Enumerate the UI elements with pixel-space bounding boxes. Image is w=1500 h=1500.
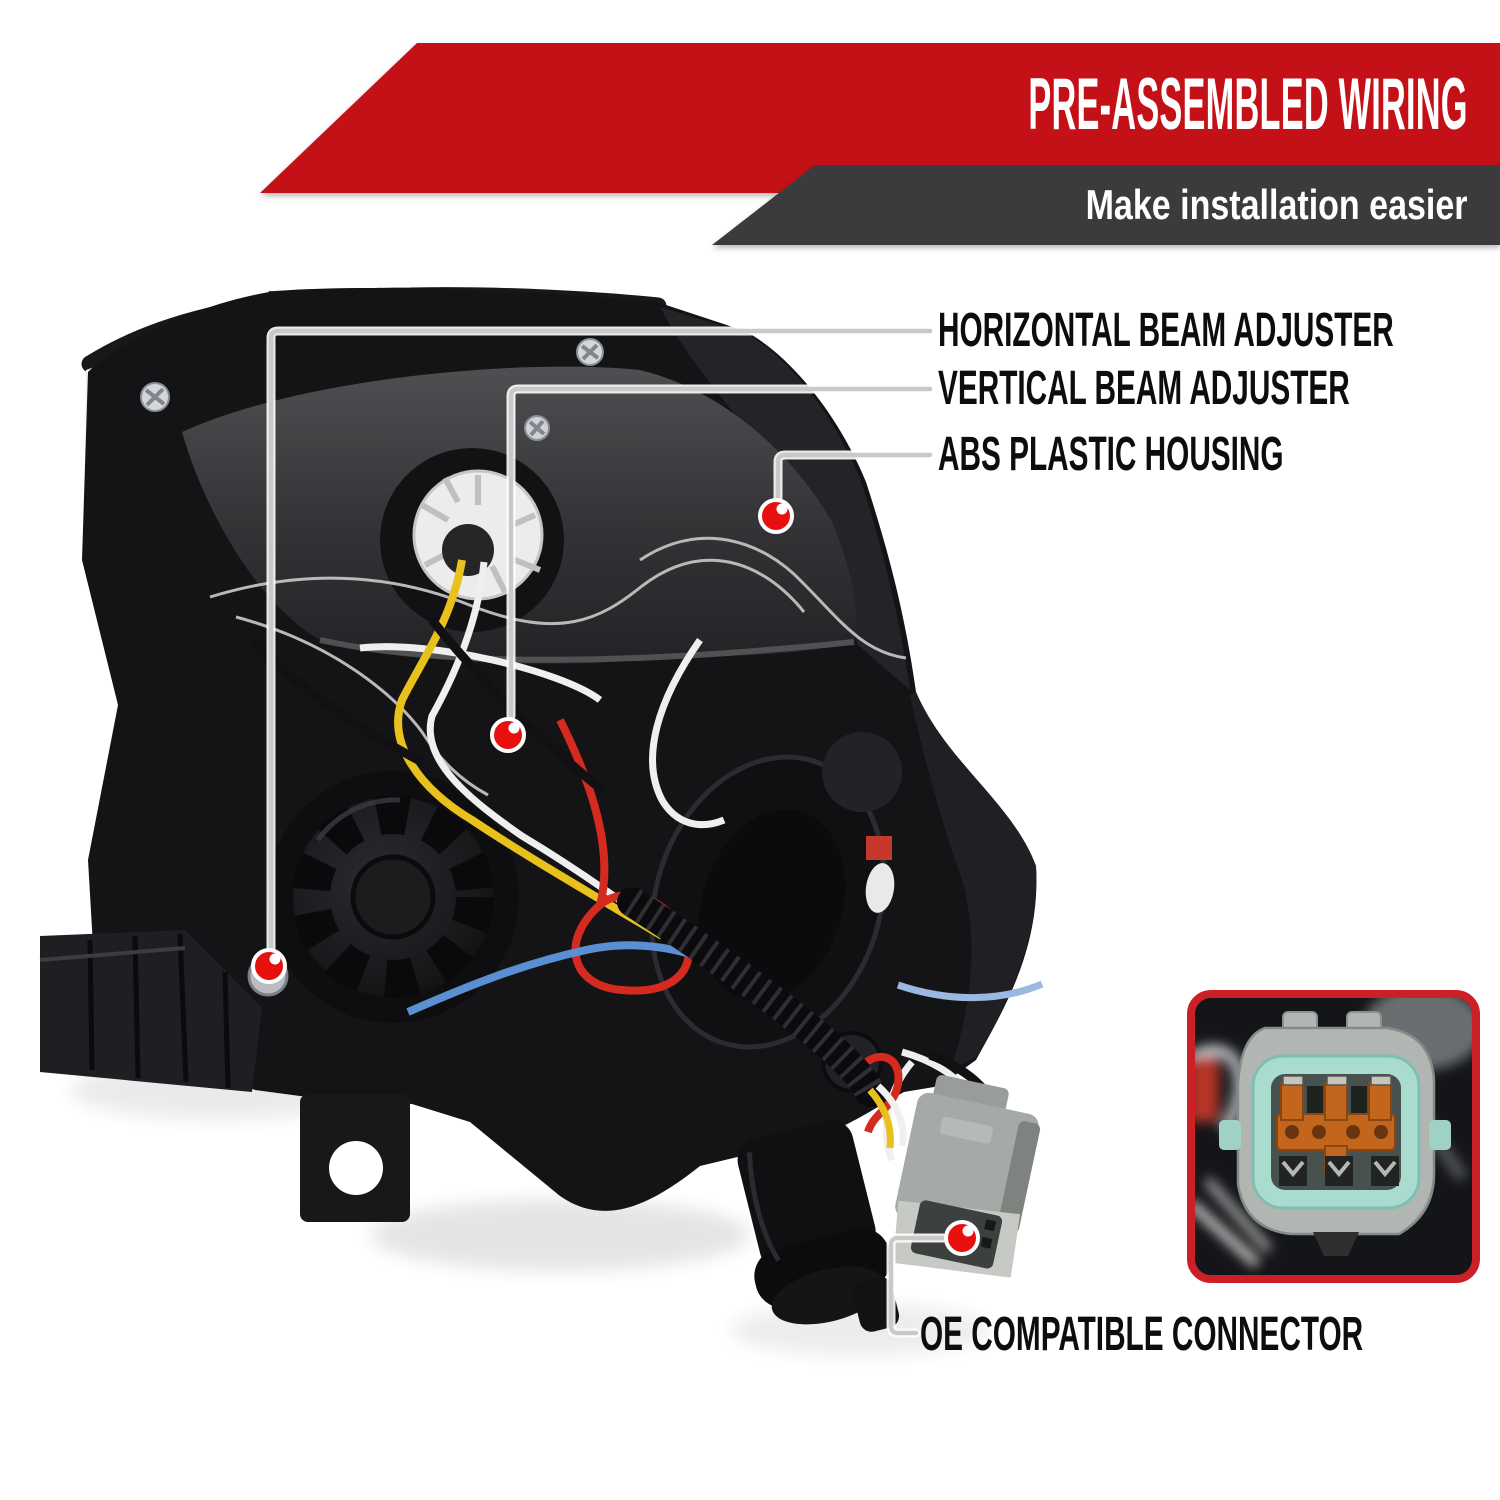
housing-facet-right: [910, 692, 1037, 1070]
banner-title: PRE-ASSEMBLED WIRING: [1028, 64, 1468, 145]
terminal-block: [1276, 1075, 1396, 1173]
screw-icon: [524, 415, 550, 441]
subtitle-banner-shape: [712, 165, 1500, 245]
mounting-bracket: [39, 930, 410, 1222]
callout-lines: [266, 326, 949, 1338]
oe-connector-face: [1219, 1011, 1451, 1256]
lead-wires: [867, 1083, 907, 1149]
callout-label-oe-compatible-connector: OE COMPATIBLE CONNECTOR: [920, 1308, 1364, 1361]
bulb-boot-connector: [737, 1120, 900, 1332]
callout-dot-icon: [490, 717, 526, 753]
corrugated-tube: [617, 887, 885, 1107]
callout-label-abs-plastic-housing: ABS PLASTIC HOUSING: [938, 428, 1284, 481]
screw-icon: [576, 338, 604, 366]
callout-dot-icon: [944, 1220, 980, 1256]
yellow-wire: [394, 559, 665, 940]
low-beam-recess: [649, 732, 902, 1093]
callout-dot-icon: [251, 948, 287, 984]
pin-slots: [1279, 1156, 1399, 1186]
thin-wires: [209, 536, 907, 797]
gear-adjuster: [267, 771, 519, 1023]
screw-icon: [140, 382, 170, 412]
oe-connector: [893, 1075, 1041, 1278]
callout-dot-icon: [758, 498, 794, 534]
callout-label-horizontal-beam-adjuster: HORIZONTAL BEAM ADJUSTER: [938, 304, 1394, 357]
connector-inset: [1187, 990, 1480, 1283]
banner-subtitle: Make installation easier: [1086, 181, 1468, 228]
callout-markers: [251, 498, 980, 1256]
connector-closeup-image: [1195, 998, 1472, 1268]
sticker: [865, 836, 895, 913]
subtitle-banner: [0, 165, 1500, 245]
callout-label-vertical-beam-adjuster: VERTICAL BEAM ADJUSTER: [938, 362, 1350, 415]
